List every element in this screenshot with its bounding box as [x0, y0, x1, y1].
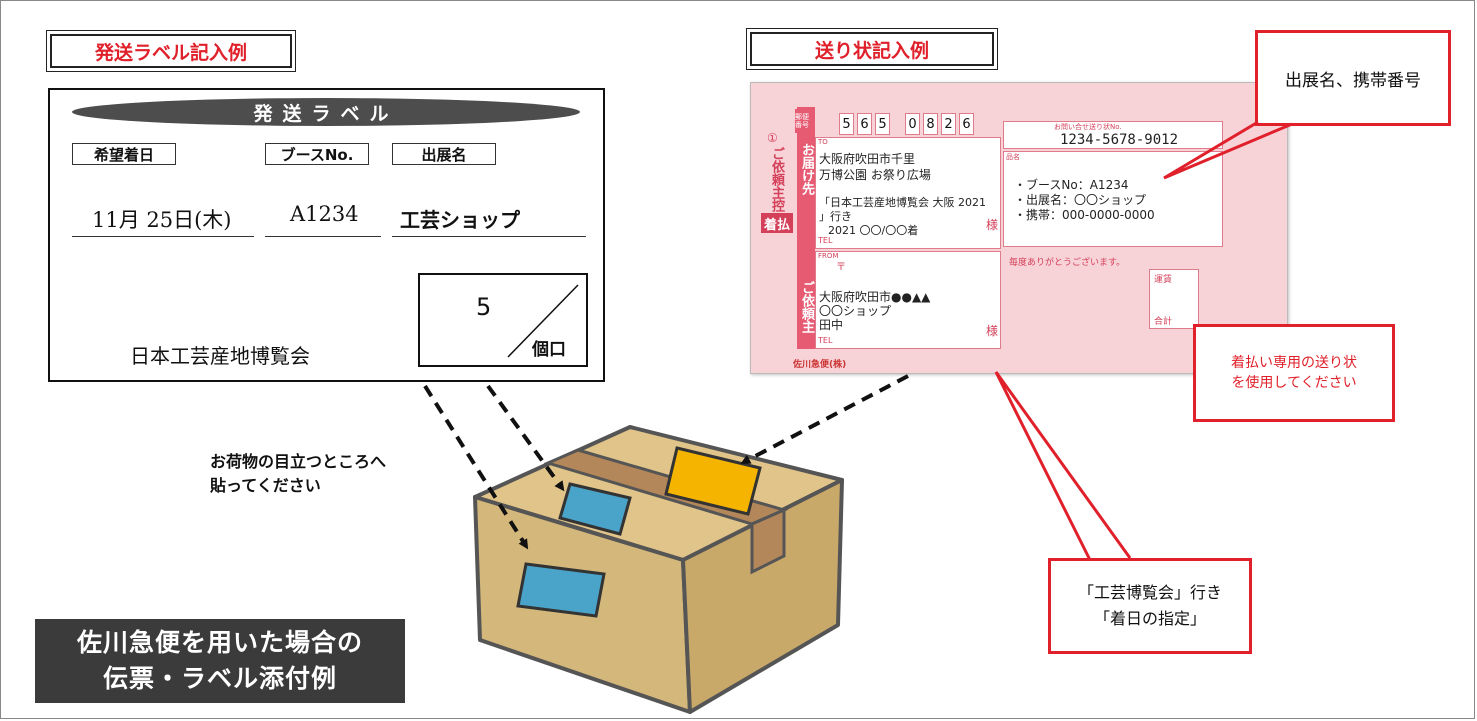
- requester-company: 〇〇ショップ: [819, 304, 892, 318]
- postal-digit: 5: [875, 113, 890, 135]
- callout-date-line: 「着日の指定」: [1093, 609, 1206, 628]
- count-diagonal: [507, 284, 579, 358]
- invoice-company: 佐川急便(株): [793, 360, 847, 370]
- total-label: 合計: [1154, 317, 1173, 327]
- requester-area: FROM 〒 大阪府吹田市●●▲▲ 〇〇ショップ 田中 様 TEL: [815, 251, 1001, 349]
- callout-pointers: [994, 120, 1293, 561]
- date-underline: [72, 236, 254, 237]
- desired-date-field-label: 希望着日: [72, 143, 176, 165]
- parcel-count-unit: 個口: [532, 340, 566, 360]
- requester-address: 大阪府吹田市●●▲▲: [819, 290, 931, 304]
- attach-instruction: お荷物の目立つところへ 貼ってください: [210, 450, 386, 498]
- invoice-pink-column: [797, 107, 815, 349]
- shipping-label-example-title: 発送ラベル記入例: [50, 34, 292, 68]
- postal-digit: 8: [923, 113, 938, 135]
- from-postal-mark: 〒: [836, 262, 846, 273]
- fare-table: 運賃 合計: [1149, 269, 1199, 329]
- booth-underline: [265, 236, 381, 237]
- shipping-label-banner: 発送ラベル: [72, 98, 580, 126]
- tracking-label: お問い合せ送り状No.: [1054, 123, 1122, 131]
- exhibitor-name-field-label: 出展名: [392, 143, 496, 165]
- thanks-text: 毎度ありがとうございます。: [1009, 258, 1126, 268]
- requester-copy-vertical: ご依頼主控: [769, 147, 784, 212]
- item-line-exhibitor: ・出展名：〇〇ショップ: [1014, 193, 1147, 207]
- recipient-address-line1: 大阪府吹田市千里: [819, 152, 916, 166]
- postal-digit: 6: [857, 113, 872, 135]
- requester-vertical-label: ご依頼主: [799, 281, 814, 333]
- callout-destination-date: 「工芸博覧会」行き 「着日の指定」: [1048, 558, 1252, 654]
- cod-badge: 着払: [761, 213, 793, 233]
- parcel-count: 5: [476, 293, 492, 321]
- fare-label: 運賃: [1154, 275, 1173, 285]
- recipient-area: TO 大阪府吹田市千里 万博公園 お祭り広場 「日本工芸産地博覧会 大阪 202…: [815, 137, 1001, 249]
- callout-exhibitor-mobile: 出展名、携帯番号: [1255, 30, 1451, 126]
- delivery-date-note: 2021 〇〇/〇〇着: [828, 224, 919, 237]
- organizer-name: 日本工芸産地博覧会: [130, 344, 310, 368]
- parcel-count-box: 5 個口: [418, 273, 588, 367]
- to-label: TO: [818, 138, 828, 146]
- attach-instruction-line1: お荷物の目立つところへ: [210, 452, 387, 471]
- dashed-arrows: [423, 374, 909, 550]
- caption-line2: 伝票・ラベル添付例: [102, 664, 337, 693]
- recipient-sama: 様: [986, 218, 999, 232]
- requester-person: 田中: [819, 318, 844, 332]
- shipping-label: 発送ラベル 希望着日 ブースNo. 出展名 11月 25日(木) A1234 工…: [48, 88, 605, 382]
- booth-number-field-label: ブースNo.: [265, 143, 369, 165]
- front-blue-sticker: [516, 562, 606, 618]
- postal-digit: 6: [959, 113, 974, 135]
- invoice-circle-number: ①: [767, 131, 778, 145]
- requester-sama: 様: [986, 324, 999, 338]
- item-line-booth: ・ブースNo：A1234: [1014, 178, 1129, 192]
- item-line-mobile: ・携帯：000-0000-0000: [1014, 208, 1155, 222]
- bottom-caption: 佐川急便を用いた場合の 伝票・ラベル添付例: [35, 619, 405, 703]
- exhibitor-name-value: 工芸ショップ: [400, 208, 520, 232]
- exhibitor-underline: [392, 236, 586, 237]
- callout-destination-line: 「工芸博覧会」行き: [1077, 583, 1222, 602]
- tracking-number: 1234-5678-9012: [1060, 132, 1179, 148]
- invoice-orange-sticker: [664, 446, 762, 516]
- callout-cod-line2: を使用してください: [1231, 375, 1357, 391]
- top-blue-sticker: [558, 482, 632, 536]
- recipient-tel-label: TEL: [818, 236, 833, 245]
- requester-tel-label: TEL: [818, 336, 833, 345]
- shipping-label-example-header: 発送ラベル記入例: [46, 30, 296, 72]
- postal-digit: 5: [839, 113, 854, 135]
- from-label: FROM: [818, 252, 839, 260]
- postal-digit: 2: [941, 113, 956, 135]
- tracking-area: お問い合せ送り状No. 1234-5678-9012: [1003, 121, 1223, 149]
- recipient-name-line1: 「日本工芸産地博覧会 大阪 2021: [819, 196, 986, 209]
- booth-number-value: A1234: [290, 202, 359, 226]
- invoice-example-title: 送り状記入例: [750, 32, 994, 66]
- callout-cod-only: 着払い専用の送り状 を使用してください: [1193, 324, 1395, 422]
- recipient-name-line2: 」行き: [819, 210, 852, 223]
- caption-line1: 佐川急便を用いた場合の: [76, 628, 363, 657]
- attach-instruction-line2: 貼ってください: [210, 476, 321, 495]
- invoice-example-header: 送り状記入例: [746, 28, 998, 70]
- callout-cod-line1: 着払い専用の送り状: [1231, 355, 1357, 371]
- desired-date-value: 11月 25日(木): [92, 208, 232, 232]
- recipient-address-line2: 万博公園 お祭り広場: [819, 168, 931, 182]
- item-area: 品名 ・ブースNo：A1234 ・出展名：〇〇ショップ ・携帯：000-0000…: [1003, 151, 1223, 247]
- recipient-vertical-label: お届け先: [799, 143, 814, 195]
- postal-code-tag: 郵便番号: [795, 109, 815, 133]
- postal-digit: 0: [905, 113, 920, 135]
- item-label: 品名: [1006, 153, 1020, 161]
